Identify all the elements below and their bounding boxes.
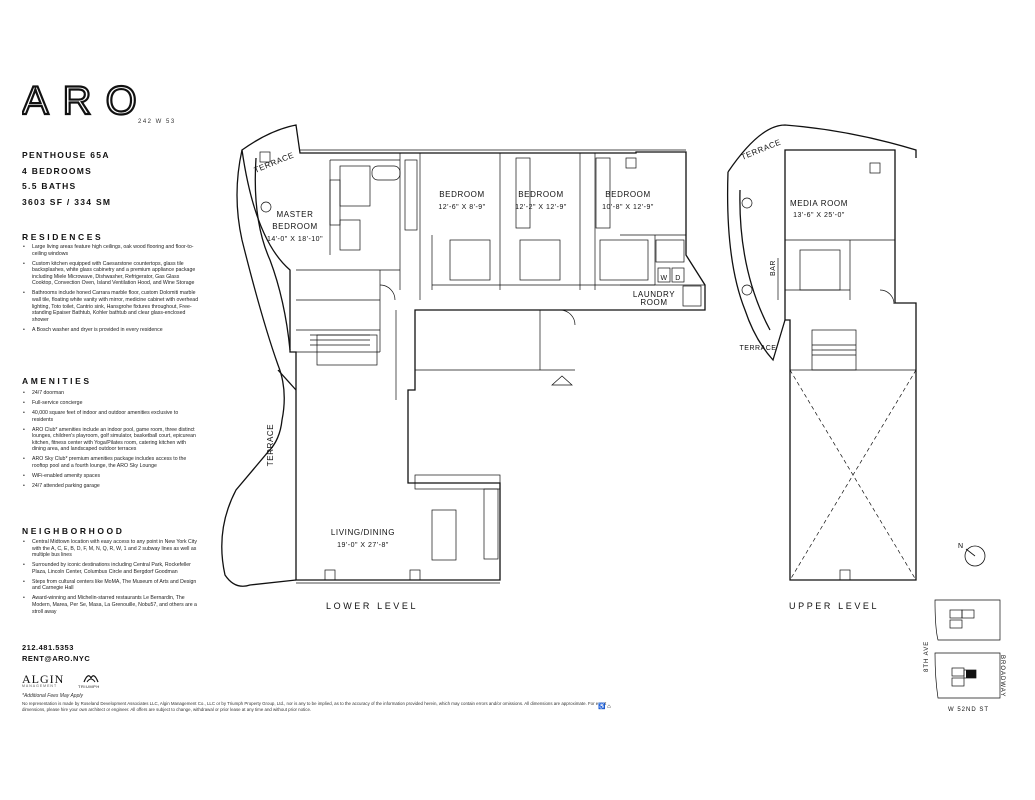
neighborhood-title: NEIGHBORHOOD (22, 526, 125, 536)
lower-terrace-inner-2 (277, 369, 297, 391)
list-item: 24/7 attended parking garage (22, 483, 200, 490)
list-item: Award-winning and Michelin-starred resta… (22, 595, 200, 615)
triumph-label: TRIUMPH (78, 684, 100, 689)
list-item: Large living areas feature high ceilings… (22, 244, 200, 257)
lower-level-outline (241, 124, 706, 581)
terrace-side-label: TERRACE (266, 424, 275, 466)
algin-logo-sub: MANAGEMENT (22, 684, 58, 688)
key-map (934, 599, 1001, 699)
upper-level-outline (784, 149, 917, 581)
equal-housing-icon: ⌂ (607, 704, 611, 710)
algin-logo: ALGIN (22, 672, 65, 686)
street-8th-ave: 8TH AVE (924, 640, 930, 672)
upper-terrace-side-label: TERRACE (740, 345, 777, 352)
living-dining-dimension: 19'-0" X 27'-8" (337, 542, 389, 549)
logo-text: ARO (22, 82, 151, 122)
street-w-52nd: W 52ND ST (948, 707, 990, 713)
list-item: Full-service concierge (22, 400, 200, 407)
compass-n: N (958, 543, 963, 550)
unit-baths: 5.5 BATHS (22, 181, 77, 191)
upper-terrace-label: TERRACE (740, 138, 783, 162)
lower-terrace-inner (254, 157, 291, 351)
list-item: A Bosch washer and dryer is provided in … (22, 327, 200, 334)
list-item: Central Midtown location with easy acces… (22, 539, 200, 559)
laundry-room-label: LAUNDRY (633, 290, 675, 299)
lower-level-label: LOWER LEVEL (326, 601, 419, 611)
building-address: 242 W 53 (138, 119, 176, 125)
unit-bedrooms: 4 BEDROOMS (22, 166, 93, 176)
master-bedroom-dimension: 14'-0" X 18'-10" (267, 236, 323, 243)
list-item: Steps from cultural centers like MoMA, T… (22, 579, 200, 592)
neighborhood-list: Central Midtown location with easy acces… (22, 539, 200, 619)
accessibility-icon: ♿ (598, 704, 606, 710)
list-item: ARO Sky Club* premium amenities package … (22, 456, 200, 469)
street-broadway: BROADWAY (999, 655, 1005, 698)
fees-note: *Additional Fees May Apply (22, 693, 83, 699)
list-item: Surrounded by iconic destinations includ… (22, 562, 200, 575)
bedroom-3-dimension: 10'-8" X 12'-9" (602, 204, 654, 211)
terrace-label: TERRACE (253, 151, 296, 175)
list-item: Bathrooms include honed Carrara marble f… (22, 290, 200, 323)
dryer-label: D (675, 275, 681, 282)
disclaimer: No representation is made by Roseland De… (22, 701, 607, 712)
floor-plan: TERRACE MASTER BEDROOM 14'-0" X 18'-10" … (221, 124, 917, 587)
bedroom-2-label: BEDROOM (518, 190, 564, 199)
contact-phone[interactable]: 212.481.5353 (22, 643, 74, 652)
bedroom-1-label: BEDROOM (439, 190, 485, 199)
unit-size: 3603 SF / 334 SM (22, 197, 112, 207)
lower-terrace-outline (221, 149, 297, 587)
list-item: 40,000 square feet of indoor and outdoor… (22, 410, 200, 423)
amenities-title: AMENITIES (22, 376, 92, 386)
laundry-room-label-2: ROOM (640, 298, 667, 307)
aro-logo: ARO (22, 82, 151, 122)
list-item: 24/7 doorman (22, 390, 200, 397)
bar-label: BAR (770, 260, 777, 276)
residences-title: RESIDENCES (22, 232, 104, 242)
list-item: WiFi-enabled amenity spaces (22, 473, 200, 480)
media-room-dimension: 13'-6" X 25'-0" (793, 212, 845, 219)
list-item: ARO Club* amenities include an indoor po… (22, 427, 200, 453)
master-bedroom-label: MASTER (277, 210, 314, 219)
bedroom-1-dimension: 12'-6" X 8'-9" (438, 204, 485, 211)
living-dining-label: LIVING/DINING (331, 528, 395, 537)
master-bedroom-label-2: BEDROOM (272, 222, 318, 231)
upper-terrace-inner (739, 189, 771, 331)
bedroom-3-label: BEDROOM (605, 190, 651, 199)
list-item: Custom kitchen equipped with Caesarstone… (22, 261, 200, 287)
amenities-list: 24/7 doorman Full-service concierge 40,0… (22, 390, 200, 493)
bedroom-2-dimension: 12'-2" X 12'-9" (515, 204, 567, 211)
triumph-logo (83, 675, 99, 683)
residences-list: Large living areas feature high ceilings… (22, 244, 200, 337)
media-room-label: MEDIA ROOM (790, 199, 848, 208)
washer-label: W (660, 275, 667, 282)
unit-name: PENTHOUSE 65A (22, 150, 110, 160)
upper-terrace-outline (726, 124, 917, 362)
contact-email[interactable]: RENT@ARO.NYC (22, 654, 91, 663)
equal-housing-icons: ♿ ⌂ (598, 703, 611, 710)
north-compass-icon: N (958, 543, 986, 567)
upper-level-label: UPPER LEVEL (789, 601, 880, 611)
